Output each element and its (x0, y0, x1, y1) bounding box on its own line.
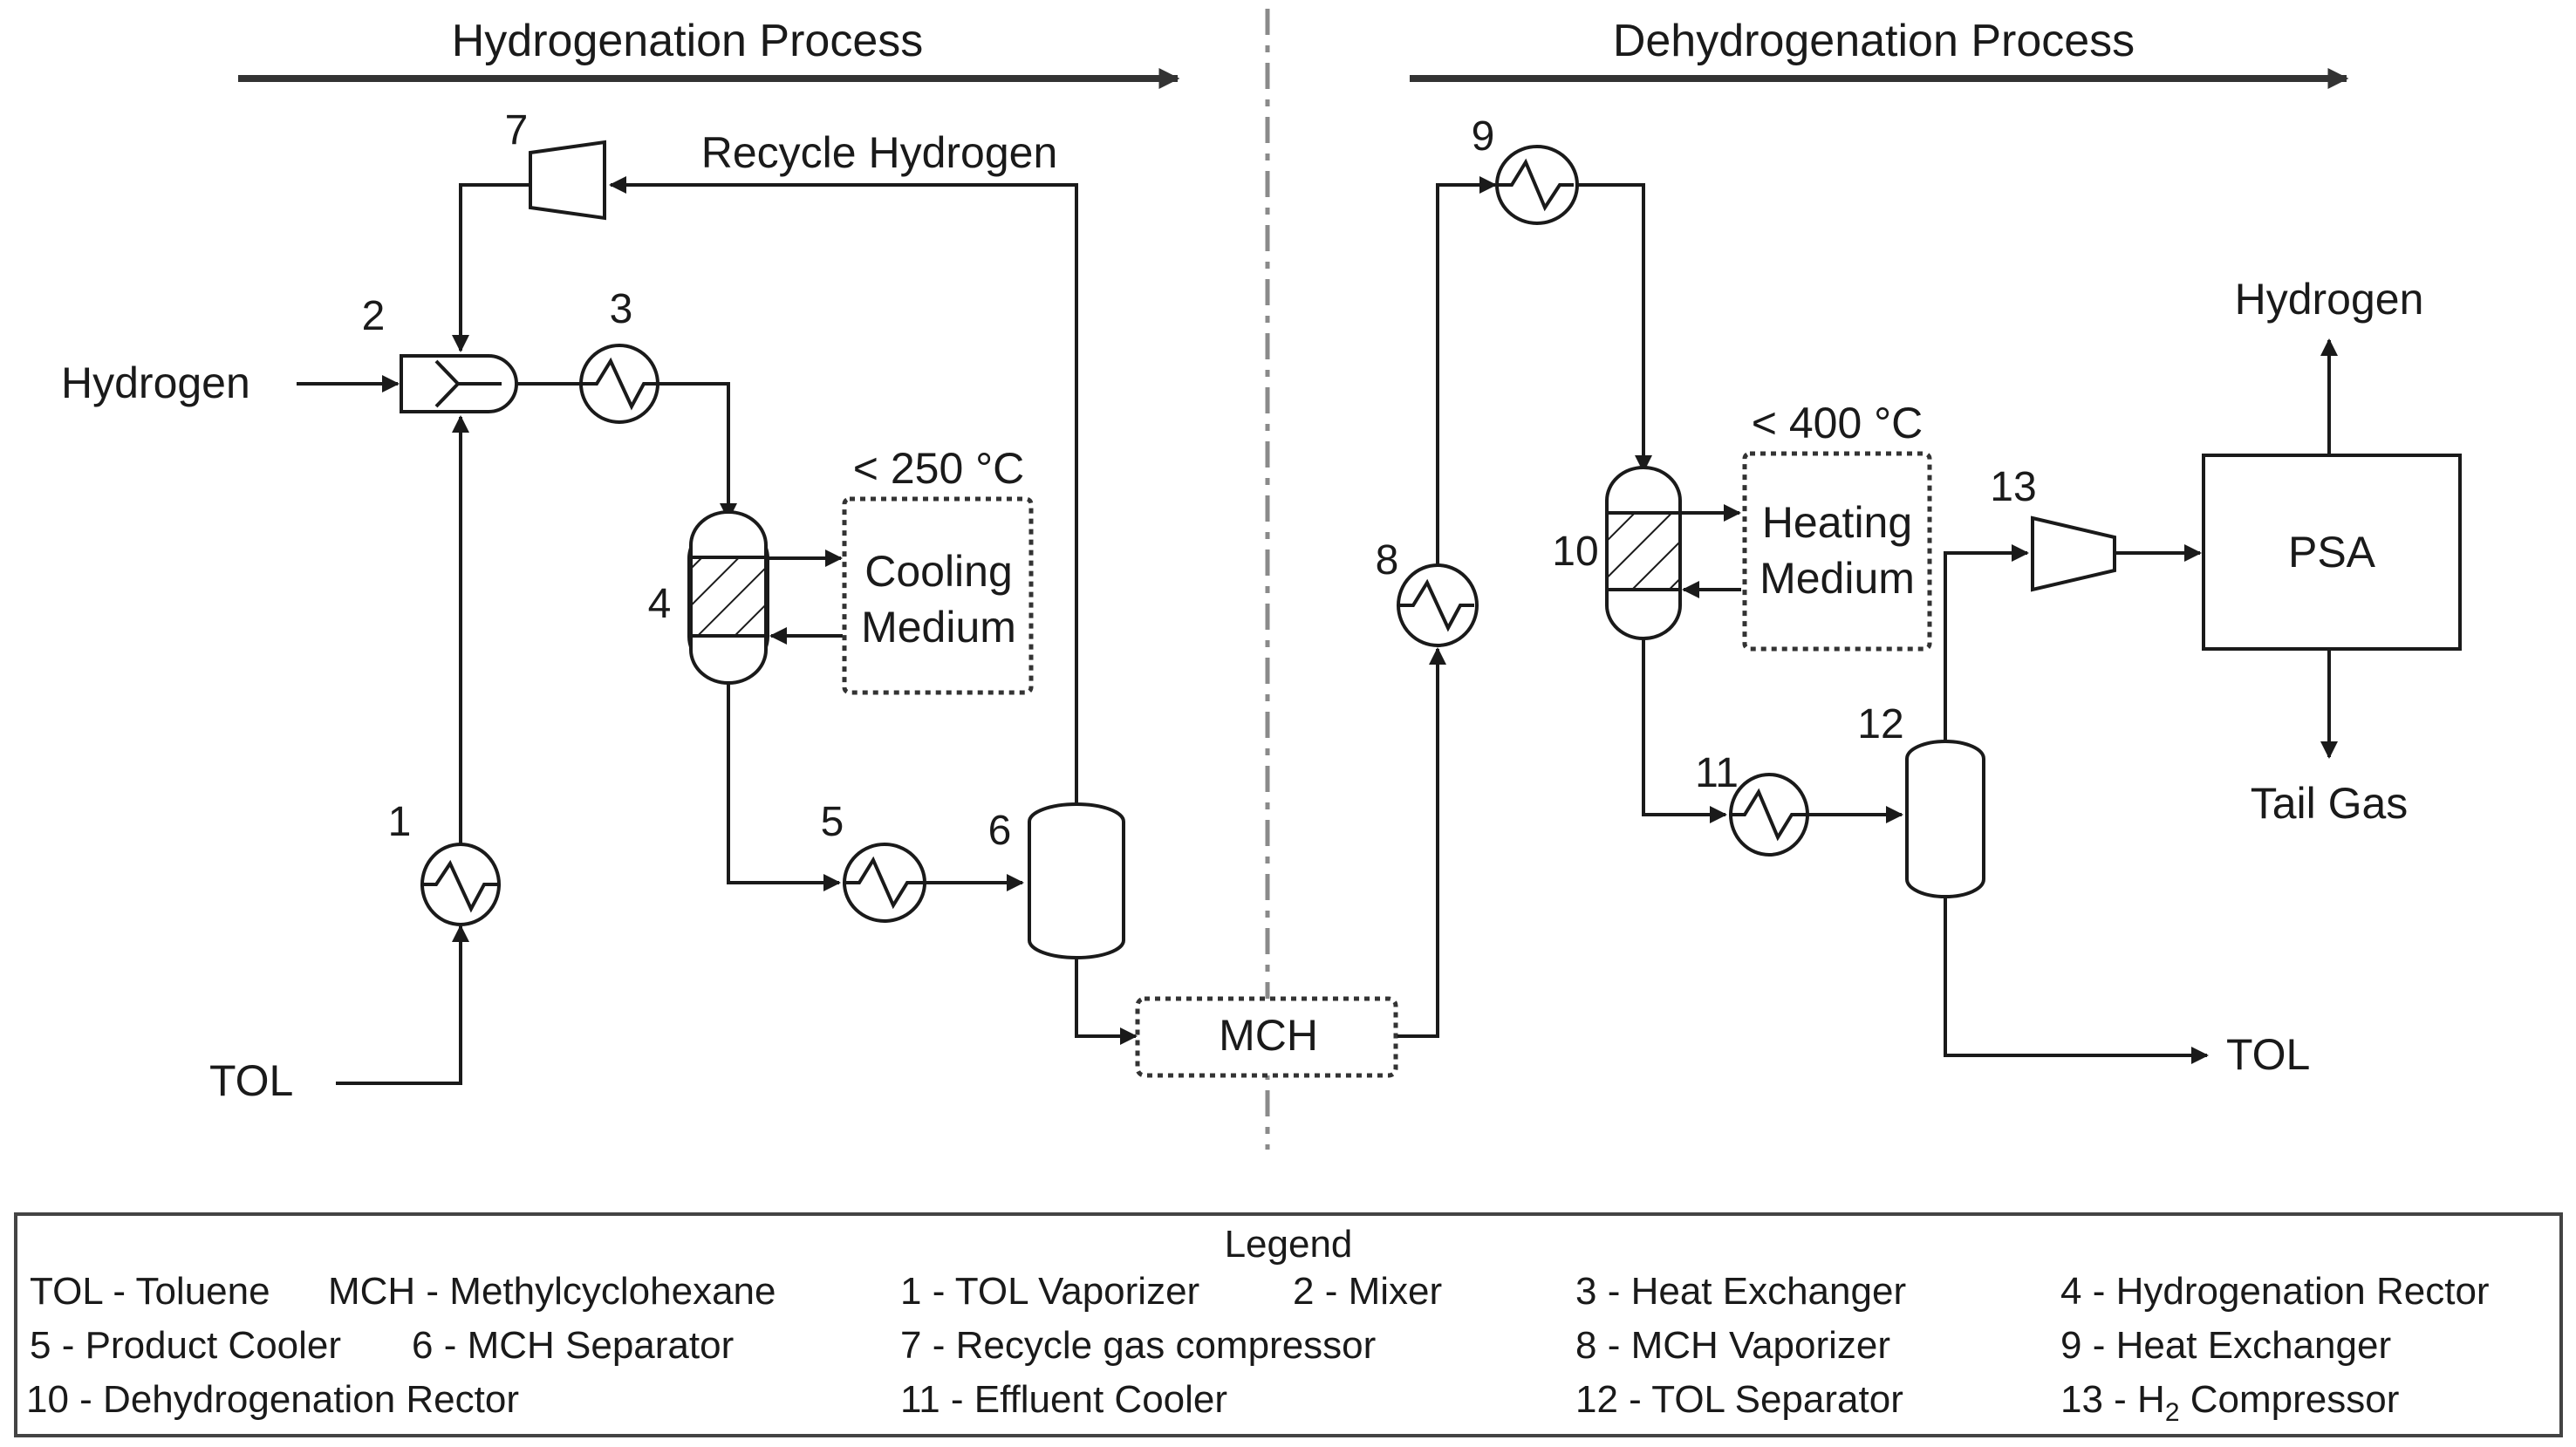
psa-unit (2202, 454, 2462, 651)
legend-item: 4 - Hydrogenation Rector (2060, 1270, 2490, 1313)
label-hydrogen-in: Hydrogen (61, 358, 250, 407)
effluent-cooler-11 (1729, 773, 1809, 857)
stream-hx3-to-reactor (658, 382, 737, 521)
stream-separator12-to-compressor13 (1944, 544, 2029, 741)
h2-compressor-13 (2031, 515, 2116, 592)
legend-item: 12 - TOL Separator (1575, 1378, 1903, 1421)
label-tol-in: TOL (209, 1056, 293, 1105)
stream-recycle-to-mixer (452, 183, 530, 352)
number-2: 2 (362, 293, 386, 339)
heating-medium-line2: Medium (1759, 554, 1915, 603)
heat-exchanger-9 (1495, 145, 1579, 225)
label-tail-gas: Tail Gas (2251, 779, 2409, 828)
number-5: 5 (821, 799, 844, 845)
legend-item: MCH - Methylcyclohexane (328, 1270, 776, 1313)
legend-h2-prefix: 13 - H (2060, 1378, 2165, 1421)
cooling-medium-box (842, 496, 1034, 695)
stream-separator6-to-mch (1075, 958, 1138, 1045)
legend: Legend TOL - Toluene MCH - Methylcyclohe… (14, 1212, 2563, 1437)
legend-item-h2-compressor: 13 - H2 Compressor (2060, 1378, 2399, 1428)
cooling-medium-line2: Medium (861, 603, 1016, 652)
label-hydrogen-out: Hydrogen (2235, 275, 2424, 324)
stream-vaporizer8-to-hx9 (1436, 176, 1497, 565)
number-1: 1 (388, 799, 412, 845)
stream-hx9-to-reactor10 (1577, 183, 1652, 473)
label-tol-out: TOL (2226, 1030, 2310, 1079)
legend-item: 3 - Heat Exchanger (1575, 1270, 1907, 1313)
cooling-medium-line1: Cooling (864, 547, 1013, 596)
legend-item: 2 - Mixer (1293, 1270, 1443, 1313)
stream-reactor10-to-cooler11 (1642, 638, 1727, 823)
number-11: 11 (1695, 750, 1739, 796)
heat-exchanger-3 (579, 344, 659, 424)
hydrogenation-reactor-4 (687, 510, 769, 685)
mch-separator-6 (1028, 802, 1125, 959)
legend-item: 1 - TOL Vaporizer (900, 1270, 1200, 1313)
legend-item: TOL - Toluene (30, 1270, 270, 1313)
number-3: 3 (610, 286, 633, 332)
number-10: 10 (1552, 529, 1598, 575)
dehydrogenation-reactor-10 (1605, 466, 1682, 640)
heating-medium-line1: Heating (1762, 498, 1912, 547)
compressor-7 (529, 140, 606, 221)
legend-item: 5 - Product Cooler (30, 1324, 342, 1367)
mch-vaporizer-8 (1397, 563, 1479, 647)
number-13: 13 (1990, 464, 2036, 510)
heating-medium-box (1742, 451, 1932, 652)
psa-label: PSA (2288, 528, 2376, 577)
tol-separator-12 (1905, 740, 1985, 898)
header-dehydrogenation: Dehydrogenation Process (1613, 16, 2135, 66)
stream-tol-in (336, 925, 469, 1085)
number-12: 12 (1857, 701, 1903, 747)
legend-item: 7 - Recycle gas compressor (900, 1324, 1377, 1367)
number-7: 7 (505, 107, 529, 154)
stream-recycle-hydrogen (609, 176, 1078, 794)
number-9: 9 (1472, 113, 1495, 160)
vaporizer-1 (420, 843, 501, 926)
heating-temp-label: < 400 °C (1752, 399, 1923, 447)
stream-separator12-to-tol (1944, 897, 2209, 1064)
mixer-2-glyph (434, 359, 502, 408)
legend-h2-subscript: 2 (2164, 1397, 2180, 1427)
legend-item: 6 - MCH Separator (412, 1324, 735, 1367)
cooling-temp-label: < 250 °C (853, 444, 1025, 493)
number-4: 4 (648, 581, 672, 627)
legend-item: 9 - Heat Exchanger (2060, 1324, 2392, 1367)
header-hydrogenation: Hydrogenation Process (452, 16, 924, 66)
legend-item: 11 - Effluent Cooler (900, 1378, 1228, 1421)
legend-h2-suffix: Compressor (2179, 1378, 2400, 1421)
mch-storage-box (1135, 996, 1398, 1078)
mch-storage-label: MCH (1219, 1011, 1318, 1060)
stream-mch-to-vaporizer8 (1397, 647, 1446, 1038)
legend-item: 10 - Dehydrogenation Rector (26, 1378, 519, 1421)
stream-reactor-to-cooler5 (727, 684, 841, 891)
product-cooler-5 (843, 843, 926, 923)
legend-item: 8 - MCH Vaporizer (1575, 1324, 1891, 1367)
number-8: 8 (1376, 537, 1399, 584)
legend-title: Legend (1224, 1223, 1353, 1266)
number-6: 6 (988, 808, 1012, 854)
label-recycle-hydrogen: Recycle Hydrogen (701, 128, 1058, 177)
